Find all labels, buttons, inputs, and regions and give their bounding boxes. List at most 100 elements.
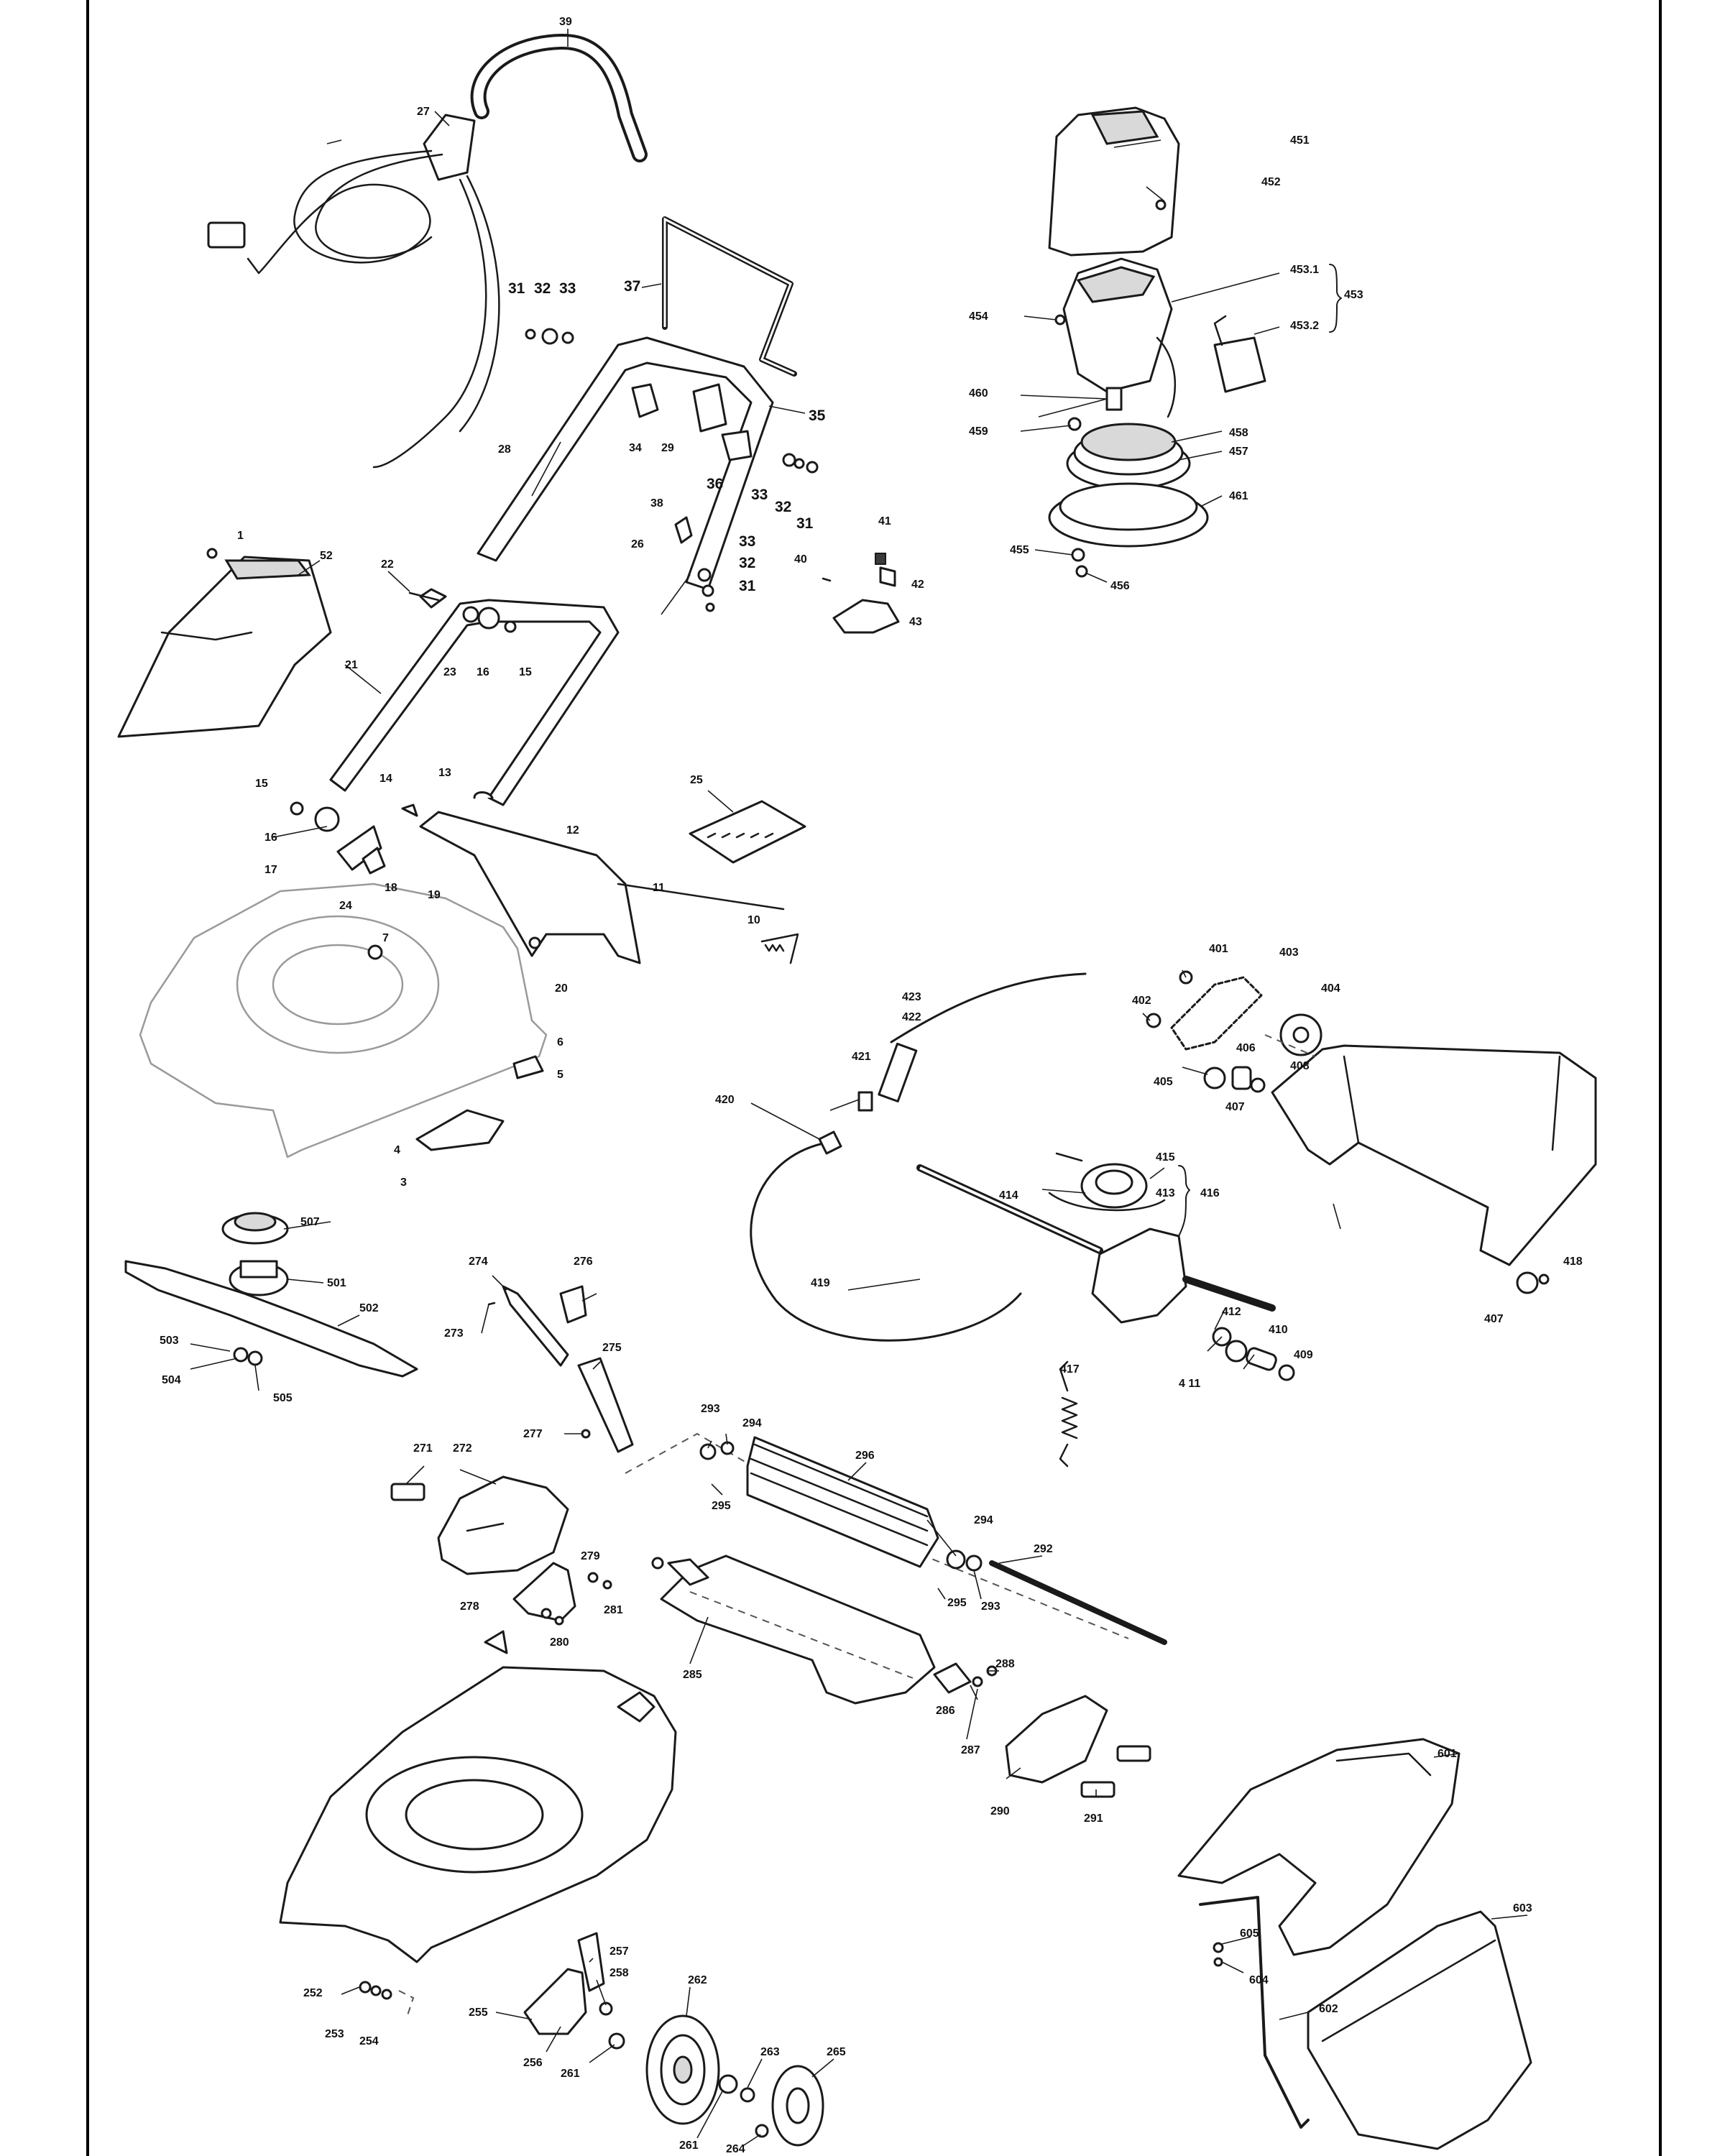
grass-box-bag-603 xyxy=(1307,1910,1532,2150)
callout-603: 603 xyxy=(1513,1902,1532,1915)
callout-34: 34 xyxy=(629,442,642,454)
callout-7: 7 xyxy=(382,932,389,944)
callout-457: 457 xyxy=(1229,446,1248,458)
callout-36: 36 xyxy=(707,476,723,492)
wheel-bracket-272 xyxy=(390,1475,569,1575)
callout-35: 35 xyxy=(809,407,826,424)
callout-4: 4 xyxy=(394,1144,400,1156)
callout-404: 404 xyxy=(1321,982,1340,995)
callout-411: 4 11 xyxy=(1179,1378,1200,1390)
callout-11: 11 xyxy=(653,882,665,894)
callout-405: 405 xyxy=(1154,1076,1173,1088)
grass-chute-12 xyxy=(419,811,785,964)
callout-253: 253 xyxy=(325,2028,344,2040)
callout-28: 28 xyxy=(498,443,511,456)
upper-handle-bar xyxy=(470,33,648,162)
callout-402: 402 xyxy=(1132,995,1151,1007)
callout-33: 33 xyxy=(739,533,755,550)
callout-602: 602 xyxy=(1319,2003,1338,2015)
hardware-31-32-33 xyxy=(525,328,819,612)
pulley-belt-413-416 xyxy=(1048,1152,1166,1212)
callout-25: 25 xyxy=(690,774,703,786)
callout-261: 261 xyxy=(561,2068,580,2080)
callout-501: 501 xyxy=(327,1277,346,1289)
bail-lever xyxy=(662,216,797,377)
side-cover-290 xyxy=(933,1662,1151,1798)
callout-13: 13 xyxy=(438,767,451,779)
callout-265: 265 xyxy=(827,2046,846,2058)
callout-38: 38 xyxy=(650,497,663,510)
callout-455: 455 xyxy=(1010,544,1029,556)
callout-10: 10 xyxy=(748,914,760,926)
callout-17: 17 xyxy=(264,864,277,876)
callout-421: 421 xyxy=(852,1051,871,1063)
deck-upper-faint xyxy=(139,883,548,1158)
callout-26: 26 xyxy=(631,538,644,550)
callout-254: 254 xyxy=(359,2035,379,2047)
front-wheel-261-265 xyxy=(359,1932,824,2147)
blade-assembly-501-507 xyxy=(124,1212,418,1378)
rear-roller-296 xyxy=(625,1432,1167,1645)
callout-33: 33 xyxy=(751,487,768,503)
fixings-22-23-16-15 xyxy=(408,591,517,633)
callout-41: 41 xyxy=(878,515,891,528)
callout-16: 16 xyxy=(477,666,489,678)
callout-23: 23 xyxy=(443,666,456,678)
callout-460: 460 xyxy=(969,387,988,400)
callout-6: 6 xyxy=(557,1036,564,1049)
callout-461: 461 xyxy=(1229,490,1248,502)
callout-12: 12 xyxy=(566,824,579,837)
callout-505: 505 xyxy=(273,1392,293,1404)
callout-452: 452 xyxy=(1261,176,1281,188)
handle-clamps-34-29-36 xyxy=(631,383,753,461)
cable-clip-assembly-40-43 xyxy=(822,553,900,634)
callout-255: 255 xyxy=(469,2007,488,2019)
callout-labels: 39 27 37 31 32 33 35 34 29 36 33 32 31 2… xyxy=(160,16,1583,2155)
callout-295: 295 xyxy=(712,1500,731,1512)
callout-3: 3 xyxy=(400,1176,407,1189)
grass-box-handle-602 xyxy=(1199,1896,1310,2129)
callout-279: 279 xyxy=(581,1550,600,1562)
callout-454: 454 xyxy=(969,310,988,323)
grass-box-frame-601 xyxy=(1177,1738,1460,1956)
bracket-453 xyxy=(1329,264,1342,333)
callout-418: 418 xyxy=(1563,1256,1583,1268)
callout-272: 272 xyxy=(453,1442,472,1455)
callout-504: 504 xyxy=(162,1374,181,1386)
callout-277: 277 xyxy=(523,1428,543,1440)
callout-52: 52 xyxy=(320,550,333,562)
callout-33: 33 xyxy=(559,280,576,297)
callout-406: 406 xyxy=(1236,1042,1256,1054)
callout-252: 252 xyxy=(303,1987,323,1999)
callout-256: 256 xyxy=(523,2057,543,2069)
callout-415: 415 xyxy=(1156,1151,1175,1164)
callout-459: 459 xyxy=(969,425,988,438)
callout-420: 420 xyxy=(715,1094,735,1106)
gearbox-axle-409-412 xyxy=(916,1164,1295,1381)
callout-453: 453 xyxy=(1344,289,1363,301)
callout-293: 293 xyxy=(981,1600,1000,1613)
callout-261: 261 xyxy=(679,2139,699,2152)
callout-285: 285 xyxy=(683,1669,702,1681)
motor-cover-52 xyxy=(117,548,332,738)
callout-604: 604 xyxy=(1249,1974,1269,1986)
callout-27: 27 xyxy=(417,106,430,118)
callout-456: 456 xyxy=(1110,580,1130,592)
callout-1: 1 xyxy=(237,530,244,542)
callout-18: 18 xyxy=(385,882,397,894)
lever-assembly-273-277 xyxy=(487,1285,634,1453)
callout-294: 294 xyxy=(974,1514,993,1526)
callout-605: 605 xyxy=(1240,1927,1259,1940)
callout-257: 257 xyxy=(610,1945,629,1958)
callout-409: 409 xyxy=(1294,1349,1313,1361)
switch-box-with-cable xyxy=(207,114,500,469)
bracket-416 xyxy=(1178,1165,1190,1237)
callout-31: 31 xyxy=(739,578,756,594)
callout-16: 16 xyxy=(264,831,277,844)
callout-453-2: 453.2 xyxy=(1290,320,1319,332)
rear-bracket-housing xyxy=(1264,1034,1597,1266)
motor-453 xyxy=(1062,257,1266,418)
callout-281: 281 xyxy=(604,1604,623,1616)
leader-lines xyxy=(190,29,1528,2146)
